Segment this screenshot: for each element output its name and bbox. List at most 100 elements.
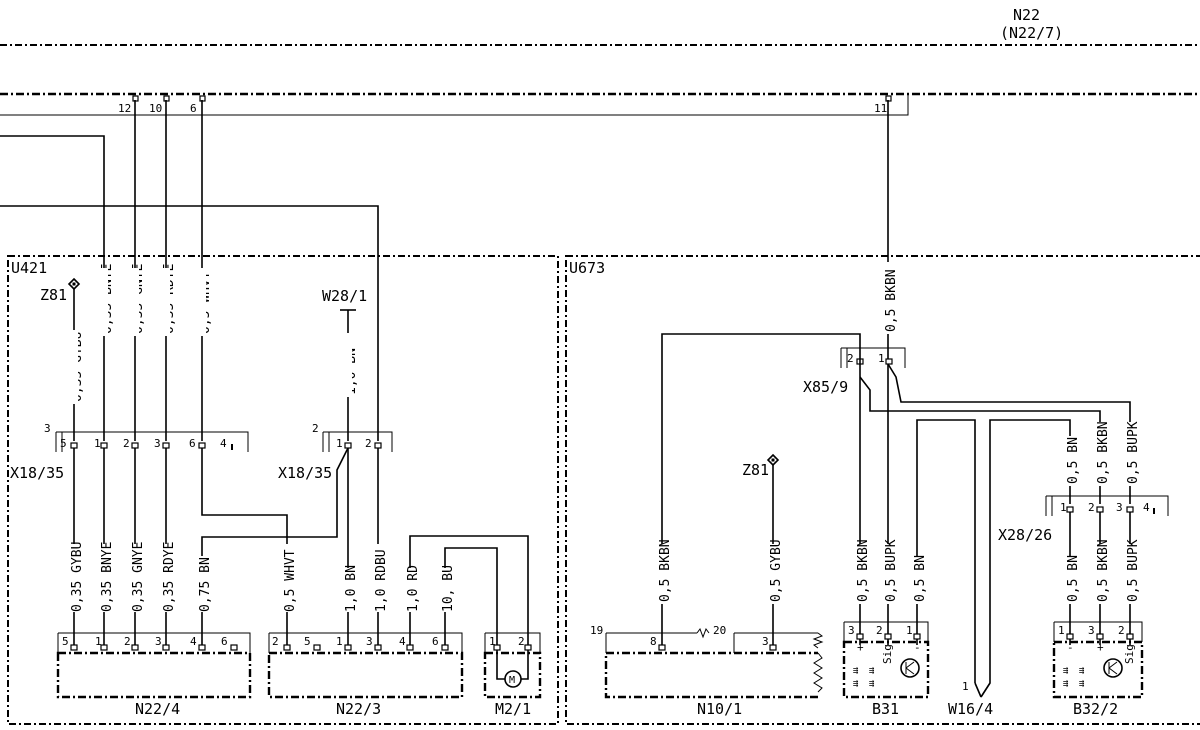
b32-sig: Sig — [1123, 644, 1136, 664]
wire-label-bn-075: 0,75 BN — [198, 557, 213, 612]
wire-label-bu-lower: 10, BU — [441, 565, 456, 612]
n22-4-pin-2: 2 — [124, 635, 131, 648]
x18-35-a-num: 3 — [44, 422, 51, 435]
x18a-pin-5: 5 — [60, 437, 67, 450]
x28-26-label: X28/26 — [998, 526, 1052, 544]
svg-text:⇶: ⇶ — [1063, 679, 1069, 689]
x85-9-pin-2: 2 — [847, 352, 854, 365]
top-pin-12: 12 — [118, 102, 131, 115]
wire-label-gybu-lower: 0,35 GYBU — [70, 542, 85, 612]
component-n22-3: 2 5 1 3 4 6 N22/3 — [267, 632, 464, 718]
svg-text:⇶: ⇶ — [853, 679, 859, 689]
zone-label-u673: U673 — [569, 259, 605, 277]
n22-4-pin-6: 6 — [221, 635, 228, 648]
n22-3-label: N22/3 — [336, 700, 381, 718]
wire-label-bn-10-lower: 1,0 BN — [344, 565, 359, 612]
top-pin-10: 10 — [149, 102, 162, 115]
wire-label-bnye-lower: 0,35 BNYE — [100, 542, 115, 612]
wire-label-bkbn-b32: 0,5 BKBN — [1096, 539, 1111, 602]
x18-35-a-label: X18/35 — [10, 464, 64, 482]
n22-3-pin-2: 2 — [272, 635, 279, 648]
top-pin-11: 11 — [874, 102, 887, 115]
b32-2-pin-3: 3 — [1088, 624, 1095, 637]
n22-3-pin-6: 6 — [432, 635, 439, 648]
m2-1-pin-2: 2 — [518, 635, 525, 648]
n22-4-label: N22/4 — [135, 700, 180, 718]
b32-plus: + — [1097, 641, 1104, 654]
wire-label-bupk-b31: 0,5 BUPK — [884, 539, 899, 602]
wire-label-gnye-lower: 0,35 GNYE — [131, 542, 146, 612]
zone-u421 — [7, 255, 559, 725]
wire-label-bkbn-b31: 0,5 BKBN — [856, 539, 871, 602]
x28-26-pin-4: 4 — [1143, 501, 1150, 514]
x18b-pin-2: 2 — [365, 437, 372, 450]
wire-bn-b31 — [916, 419, 976, 683]
b32-2-pin-2: 2 — [1118, 624, 1125, 637]
n22-4-pin-3: 3 — [155, 635, 162, 648]
n10-1-pin-8: 8 — [650, 635, 657, 648]
zone-label-u421: U421 — [11, 259, 47, 277]
x85-9-pin-1: 1 — [878, 352, 885, 365]
b32-2-label: B32/2 — [1073, 700, 1118, 718]
w16-4-label: W16/4 — [948, 700, 993, 718]
b31-sig: Sig — [881, 644, 894, 664]
zone-u673 — [565, 255, 1200, 725]
z81-label-left: Z81 — [40, 286, 67, 304]
n22-3-pin-3: 3 — [366, 635, 373, 648]
wire-bnye-feed — [0, 135, 105, 441]
component-b32-2: 1 3 2 - + Sig ⇶⇶ ⇶⇶ B32/2 — [1052, 621, 1144, 718]
wire-label-bn-b31: 0,5 BN — [913, 555, 928, 602]
connector-x18-35-a: 3 5 1 2 3 6 4 X18/35 — [10, 422, 249, 482]
b31-pin-1: 1 — [906, 624, 913, 637]
n22-3-pin-4: 4 — [399, 635, 406, 648]
m2-1-label: M2/1 — [495, 700, 531, 718]
w28-1-label: W28/1 — [322, 287, 367, 305]
b31-pin-2: 2 — [876, 624, 883, 637]
hall-sensor-icon-b32: ⇶⇶ ⇶⇶ — [1063, 666, 1085, 689]
m2-1-pin-1: 1 — [489, 635, 496, 648]
x18a-pin-3: 3 — [154, 437, 161, 450]
transistor-icon-b32 — [1103, 658, 1123, 678]
motor-icon — [504, 670, 522, 688]
x18a-pin-4: 4 — [220, 437, 227, 450]
module-label-n22: N22 — [1013, 6, 1040, 24]
n10-1-pin-20: 20 — [713, 624, 726, 637]
component-b31: 3 2 1 + Sig - ⇶⇶ ⇶⇶ B31 — [842, 621, 930, 718]
svg-text:⇶: ⇶ — [1063, 666, 1069, 676]
wire-label-whvt-lower: 0,5 WHVT — [283, 549, 298, 612]
b31-pin-3: 3 — [848, 624, 855, 637]
component-n22-4: 5 1 2 3 4 6 N22/4 — [56, 632, 252, 718]
n22-4-pin-4: 4 — [190, 635, 197, 648]
wire-label-bn-x28-upper: 0,5 BN — [1066, 437, 1081, 484]
b31-label: B31 — [872, 700, 899, 718]
wire-label-gybu-n10: 0,5 GYBU — [769, 539, 784, 602]
n22-3-pin-1: 1 — [336, 635, 343, 648]
b32-minus: - — [1067, 641, 1074, 654]
svg-text:⇶: ⇶ — [1079, 666, 1085, 676]
component-n10-1: 19 20 8 3 N10/1 — [590, 624, 824, 718]
component-m2-1: 1 2 M M2/1 — [483, 632, 542, 718]
wire-label-rd-lower: 1,0 RD — [406, 565, 421, 612]
label-gaps-lower — [70, 544, 449, 612]
x18-35-b-num: 2 — [312, 422, 319, 435]
x28-26-pin-2: 2 — [1088, 501, 1095, 514]
wire-bkbn-x28 — [859, 376, 1101, 504]
top-connector-pins: 12 10 6 11 — [118, 95, 892, 115]
connector-x28-26: 1 2 3 4 X28/26 — [998, 495, 1169, 544]
wire-bkbn-n10 — [661, 333, 861, 645]
wire-label-rdbu-lower: 1,0 RDBU — [374, 549, 389, 612]
n22-4-pin-5: 5 — [62, 635, 69, 648]
wire-whvt-lower — [201, 448, 288, 645]
x18-35-b-label: X18/35 — [278, 464, 332, 482]
top-pin-6: 6 — [190, 102, 197, 115]
b31-minus: - — [914, 641, 921, 654]
motor-m-glyph: M — [509, 675, 515, 686]
wire-label-bkbn-x28-upper: 0,5 BKBN — [1096, 421, 1111, 484]
n10-1-label: N10/1 — [697, 700, 742, 718]
x28-26-pin-3: 3 — [1116, 501, 1123, 514]
module-label-n22-7: (N22/7) — [1000, 24, 1063, 42]
svg-text:⇶: ⇶ — [869, 666, 875, 676]
label-gaps-upper — [70, 268, 352, 404]
label-gaps-u673-lower — [658, 544, 1134, 604]
